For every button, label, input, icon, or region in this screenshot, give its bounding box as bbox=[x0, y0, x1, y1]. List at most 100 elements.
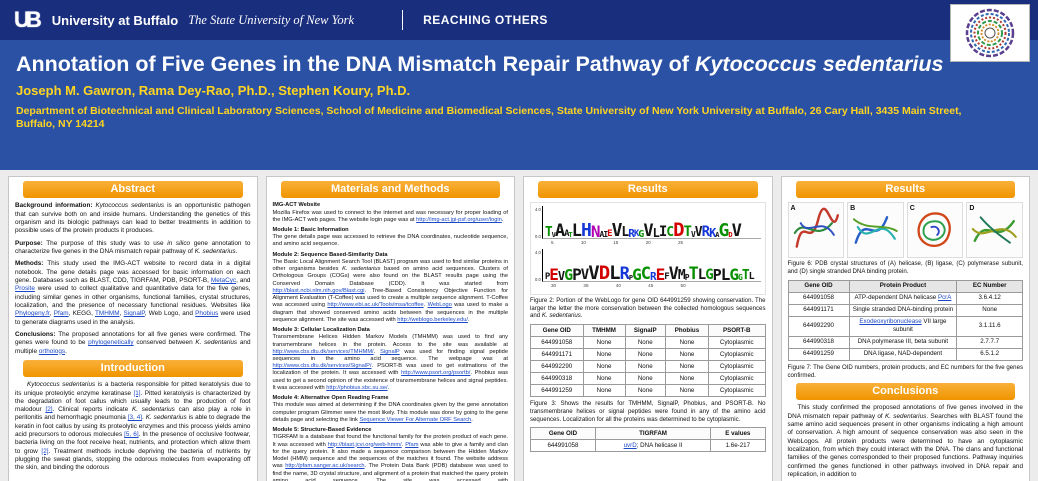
link[interactable]: Exodeoxyribonuclease bbox=[859, 318, 922, 326]
logo-letter: A bbox=[599, 230, 605, 240]
link[interactable]: [5, 6] bbox=[124, 431, 139, 439]
table-cell: None bbox=[624, 348, 666, 362]
table-cell: Exodeoxyribonuclease VII large subunit bbox=[848, 315, 958, 337]
link[interactable]: http://www.psort.org/psortb/ bbox=[401, 370, 471, 377]
link[interactable]: TMHMM bbox=[95, 310, 120, 318]
weblogo-y-axis-2: 4.0 0.0 bbox=[535, 250, 541, 282]
logo-letter: G bbox=[718, 220, 730, 240]
header-divider bbox=[402, 10, 404, 30]
link[interactable]: http://weblogo.berkeley.edu/ bbox=[397, 316, 468, 323]
pdb-label-c: C bbox=[909, 205, 915, 213]
link[interactable]: SignalP bbox=[380, 348, 400, 355]
logo-letter: V bbox=[690, 230, 696, 240]
poster-affiliation: Department of Biotechnical and Clinical … bbox=[16, 104, 962, 131]
link[interactable]: orthologs bbox=[38, 347, 66, 355]
table-cell: None bbox=[582, 336, 626, 350]
link[interactable]: [1] bbox=[133, 389, 141, 397]
paragraph: Methods: This study used the IMG-ACT web… bbox=[15, 260, 251, 326]
link[interactable]: WebLogo bbox=[427, 302, 452, 309]
logo-letter: L bbox=[571, 221, 582, 240]
link[interactable]: [2] bbox=[45, 406, 53, 414]
paragraph: Purpose: The purpose of this study was t… bbox=[15, 239, 251, 255]
results-right-heading: Results bbox=[795, 181, 1015, 199]
ub-logo: UB bbox=[14, 7, 42, 32]
link[interactable]: http://phobius.sbc.su.se/ bbox=[326, 384, 388, 391]
university-motto: REACHING OTHERS bbox=[423, 13, 548, 27]
table-cell: None bbox=[624, 372, 666, 386]
pdb-structure-b: B bbox=[847, 202, 904, 259]
table-cell: 2.7.7.7 bbox=[956, 335, 1023, 349]
link[interactable]: http://www.cbs.dtu.dk/services/SignalP/ bbox=[272, 363, 372, 370]
table-cell: 1.6e-217 bbox=[710, 439, 766, 453]
table-cell: 644991058 bbox=[787, 291, 850, 305]
link[interactable]: [3, 4] bbox=[127, 414, 143, 422]
method-module: Module 2: Sequence Based-Similarity Data… bbox=[272, 251, 509, 323]
column-header: Gene OID bbox=[530, 427, 596, 441]
logo-letter: R bbox=[701, 224, 711, 240]
logo-letter: V bbox=[588, 262, 599, 283]
link[interactable]: Pfam bbox=[405, 441, 419, 448]
y-axis-min: 0.0 bbox=[535, 233, 541, 239]
link[interactable]: http://blast.ncbi.nlm.nih.gov/Blast.cgi bbox=[272, 287, 365, 294]
table-cell: Cytoplasmic bbox=[707, 336, 766, 350]
link[interactable]: http://www.cbs.dtu.dk/services/TMHMM/ bbox=[272, 348, 374, 355]
link[interactable]: uvrD bbox=[623, 441, 637, 449]
column-header: E values bbox=[710, 427, 766, 441]
link[interactable]: phylogenetically bbox=[88, 339, 134, 347]
link[interactable]: http://www.ebi.ac.uk/Tools/msa/tcoffee bbox=[327, 302, 424, 309]
link[interactable]: SignalP bbox=[123, 310, 145, 318]
table-cell: Cytoplasmic bbox=[707, 384, 766, 398]
y-axis-max: 4.0 bbox=[535, 250, 541, 256]
link[interactable]: Pfam bbox=[53, 310, 69, 318]
logo-letter: V bbox=[551, 230, 556, 239]
figure7-caption: Figure 7: The Gene OID numbers, protein … bbox=[787, 363, 1024, 379]
pdb-structure-c: C bbox=[906, 202, 964, 259]
logo-letter: L bbox=[609, 262, 620, 283]
link[interactable]: Phobius bbox=[195, 310, 219, 318]
table-cell: Cytoplasmic bbox=[707, 360, 766, 374]
column-header: TMHMM bbox=[582, 324, 626, 338]
table-cell: None bbox=[624, 360, 666, 374]
logo-letter: G bbox=[705, 267, 714, 283]
table-cell: None bbox=[956, 303, 1023, 317]
link[interactable]: Phylogeny.fr bbox=[15, 310, 50, 318]
results-left-heading: Results bbox=[538, 181, 758, 199]
link[interactable]: PcrA bbox=[937, 294, 952, 302]
column-abstract-introduction: Abstract Background information: Kytococ… bbox=[8, 176, 258, 481]
abstract-body: Background information: Kytococcus seden… bbox=[15, 202, 251, 356]
pdb-structures: A B C bbox=[787, 202, 1023, 259]
table-cell: DNA polymerase III, beta subunit bbox=[848, 335, 958, 349]
genome-map-thumbnail bbox=[950, 4, 1030, 62]
pdb-label-b: B bbox=[850, 205, 856, 213]
logo-letter: L bbox=[652, 225, 660, 240]
link[interactable]: http://blast.jcvi.org/web-hmm/ bbox=[327, 441, 402, 448]
table-cell: 644992290 bbox=[787, 315, 850, 337]
logo-letter: T bbox=[688, 264, 699, 283]
logo-letter: P bbox=[712, 265, 722, 283]
table-cell: None bbox=[582, 360, 626, 374]
link[interactable]: http://img-act.jgi-psf.org/user/login bbox=[416, 216, 502, 223]
university-tagline: The State University of New York bbox=[188, 12, 355, 27]
paragraph: Background information: Kytococcus seden… bbox=[15, 202, 251, 235]
link[interactable]: http://pfam.sanger.ac.uk/search bbox=[285, 463, 365, 470]
logo-letter: V bbox=[557, 268, 565, 283]
link[interactable]: MetaCyc bbox=[210, 276, 237, 284]
y-axis-min: 0.0 bbox=[535, 276, 541, 282]
logo-letter: G bbox=[737, 273, 743, 283]
logo-letter: V bbox=[668, 264, 679, 283]
table-cell: 6.5.1.2 bbox=[956, 347, 1023, 361]
logo-letter: P bbox=[684, 273, 690, 283]
logo-letter: E bbox=[607, 229, 613, 240]
link[interactable]: Sequence Viewer For Alternate ORF Search bbox=[359, 416, 472, 423]
link[interactable]: Prosite bbox=[15, 285, 35, 293]
methods-heading: Materials and Methods bbox=[280, 181, 500, 199]
link[interactable]: [2] bbox=[41, 447, 49, 455]
